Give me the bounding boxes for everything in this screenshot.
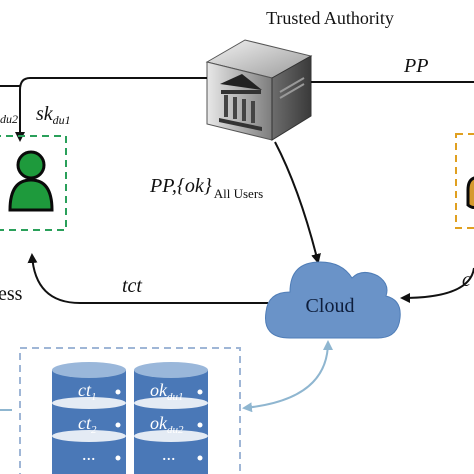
green-user-box: [0, 135, 67, 231]
cloud-storage-arrow: [242, 340, 333, 413]
cloud-icon: [265, 261, 401, 339]
ct-database-stack: [52, 362, 126, 474]
orange-user-icon: [466, 176, 474, 209]
orange-user-box: [455, 133, 474, 229]
green-user-icon: [8, 150, 54, 212]
pp-label: PP: [403, 55, 428, 77]
storage-box: [19, 347, 241, 474]
c-cut-label: c: [462, 269, 471, 291]
ta-to-user-sk-arrow: [15, 77, 207, 142]
ta-to-cloud-arrow: [274, 141, 321, 264]
trusted-authority-server-icon: [205, 39, 313, 141]
ok-du2-label: okdu2: [150, 413, 184, 436]
ct2-label: ct2: [78, 413, 97, 436]
sk-cut-label: du2: [0, 112, 18, 126]
ok-database-stack: [134, 362, 208, 474]
tct-label: tct: [122, 275, 142, 297]
ct-ellipsis-label: ...: [82, 444, 96, 464]
ess-cut-label: ess: [0, 283, 23, 305]
cloud-label: Cloud: [306, 295, 355, 317]
ok-ellipsis-label: ...: [162, 444, 176, 464]
ok-du1-label: okdu1: [150, 380, 184, 403]
right-user-to-cloud-arrow: [400, 267, 474, 303]
cloud-to-user-tct-arrow: [27, 253, 268, 304]
ct1-label: ct1: [78, 380, 97, 403]
pp-ok-all-users-label: PP,{ok}All Users: [149, 175, 263, 201]
sk-du1-label: skdu1: [36, 103, 71, 127]
trusted-authority-label: Trusted Authority: [266, 8, 394, 28]
